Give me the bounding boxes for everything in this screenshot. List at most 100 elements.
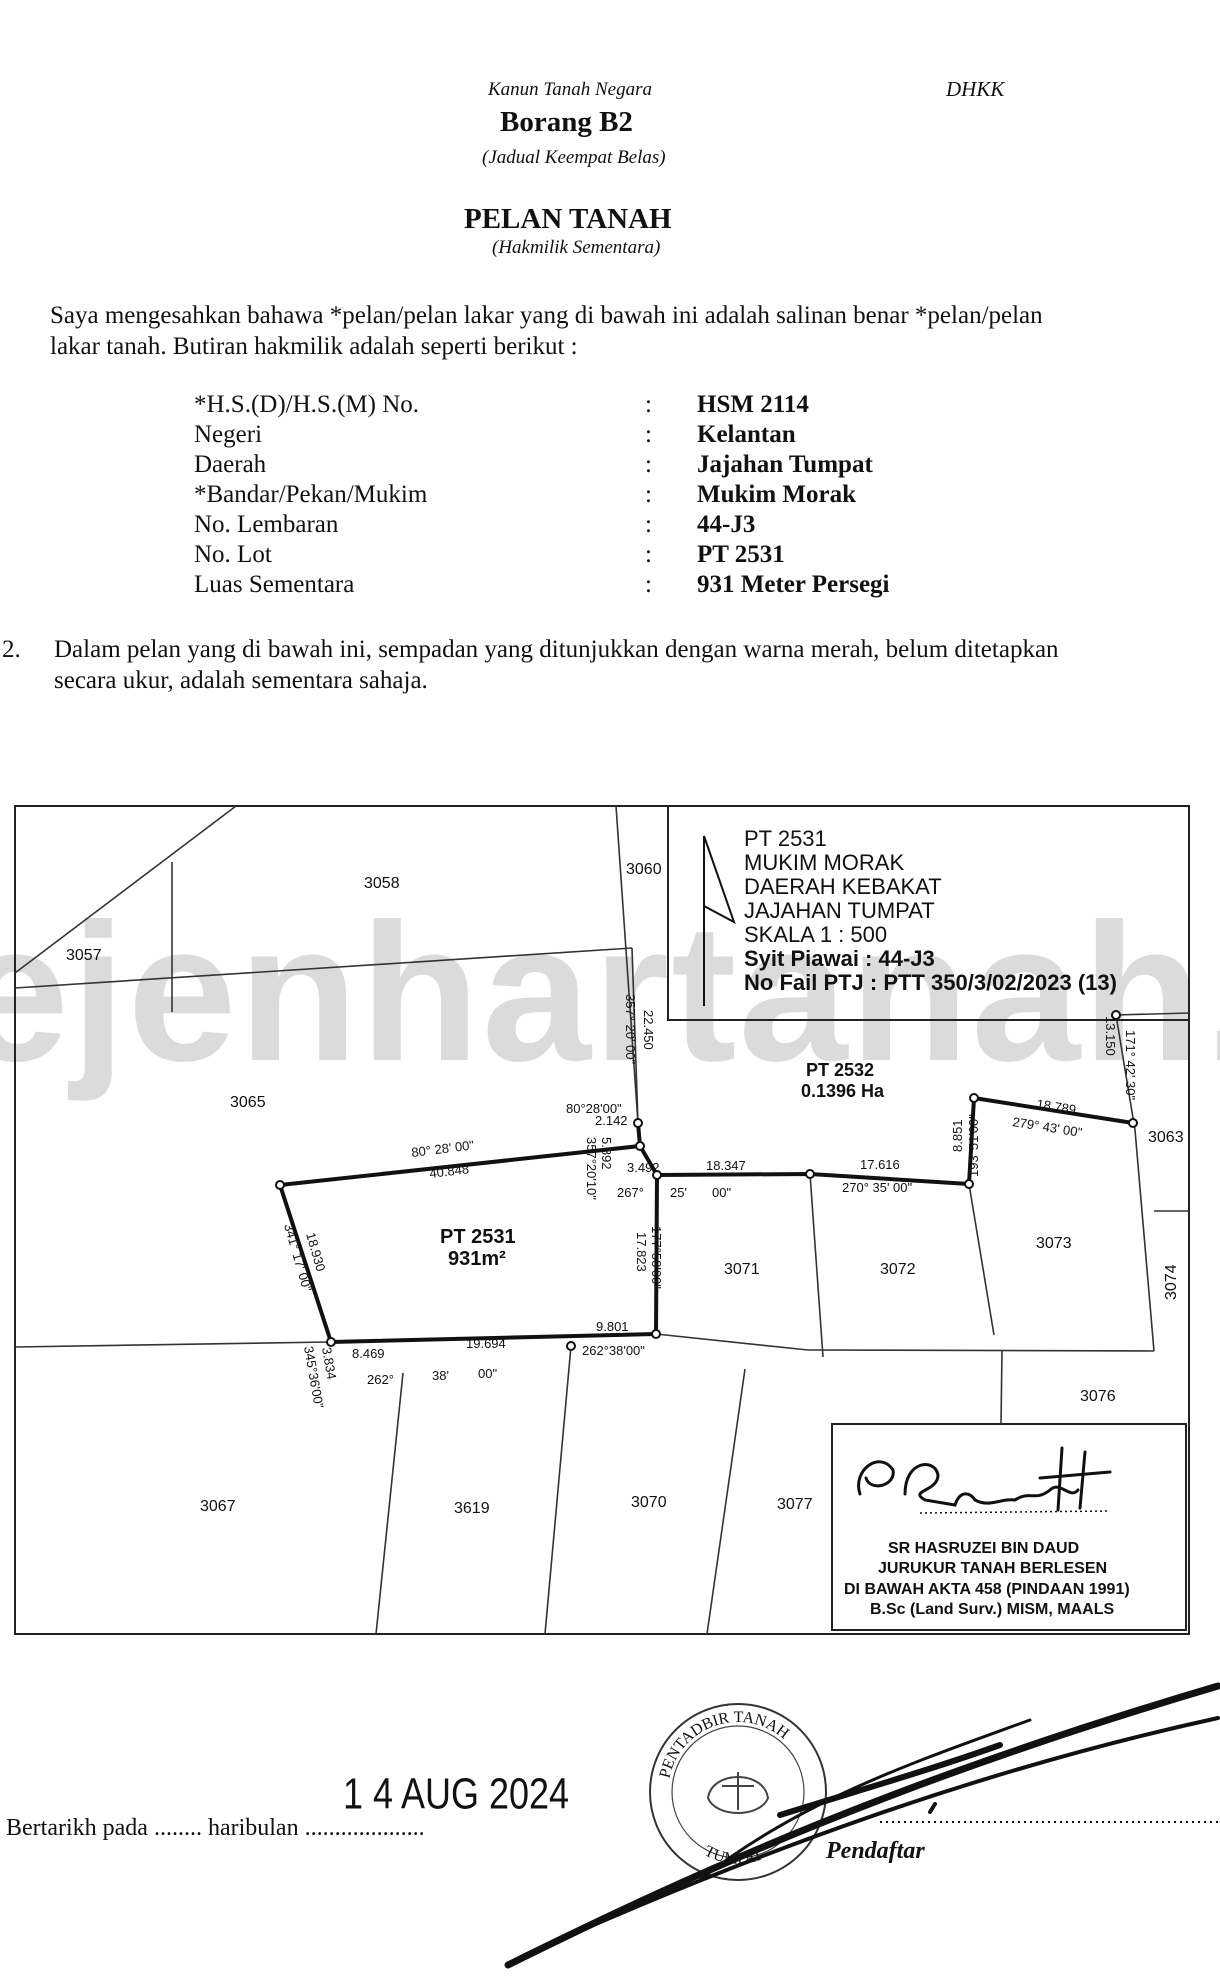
detail-label: Daerah [194,451,267,478]
detail-label: *Bandar/Pekan/Mukim [194,481,428,508]
plan-info-text: PT 2531 MUKIM MORAK DAERAH KEBAKAT JAJAH… [744,826,1117,995]
dim-label: 9.801 [596,1319,629,1334]
dim-label: 8.469 [352,1346,385,1361]
dim-label: 5.892 [599,1137,614,1170]
dim-label: 38' [432,1368,449,1383]
dim-label: 267° [617,1185,644,1200]
dim-label: 279° 43' 00" [1012,1114,1084,1140]
detail-colon: : [645,511,652,538]
info-sheet: Syit Piawai : 44-J3 [744,946,935,971]
info-lot: PT 2531 [744,826,827,851]
seal-top-text: PENTADBIR TANAH [656,1709,792,1780]
detail-colon: : [645,571,652,598]
dim-label: 3.492 [627,1160,660,1175]
adjoining-lot-lines [14,805,1190,1635]
surveyor-qualifications: B.Sc (Land Surv.) MISM, MAALS [870,1601,1114,1618]
detail-row: Luas Sementara : 931 Meter Persegi [194,571,914,601]
lot-label: 3077 [777,1496,813,1513]
detail-colon: : [645,451,652,478]
dim-label: 3.834 [319,1346,339,1381]
pt2532-name: PT 2532 [806,1060,874,1080]
detail-row: *Bandar/Pekan/Mukim : Mukim Morak [194,481,914,511]
pt2531-name: PT 2531 [440,1226,516,1248]
lot-label: 3058 [364,875,400,892]
dim-label: 80°28'00" [566,1101,622,1116]
dim-label: 193°51'00" [966,1114,981,1177]
surveyor-text: SR HASRUZEI BIN DAUD JURUKUR TANAH BERLE… [844,1540,1130,1618]
info-mukim: MUKIM MORAK [744,850,904,875]
detail-row: Daerah : Jajahan Tumpat [194,451,914,481]
lot-label: 3619 [454,1500,490,1517]
dim-label: 18.789 [1036,1096,1078,1117]
dim-label: 00" [478,1366,497,1381]
dim-label: 25' [670,1185,687,1200]
dim-label: 00" [712,1185,731,1200]
lot-label: 3070 [631,1494,667,1511]
detail-colon: : [645,421,652,448]
detail-value: Mukim Morak [697,481,857,508]
pt2531-boundary [278,1096,1134,1344]
surveyor-name: SR HASRUZEI BIN DAUD [888,1540,1079,1557]
detail-value: 931 Meter Persegi [697,571,890,598]
note-number: 2. [2,636,21,663]
detail-label: Luas Sementara [194,571,355,598]
lot-label: 3072 [880,1261,916,1278]
lot-label: 3057 [66,947,102,964]
detail-value: Jajahan Tumpat [697,451,873,478]
detail-value: HSM 2114 [697,391,809,418]
dim-label: 171° 42' 30" [1123,1030,1138,1101]
pt-labels: PT 2532 0.1396 Ha PT 2531 931m² [440,1060,885,1270]
corner-markers [275,1010,1138,1351]
signature-box-border [831,1423,1187,1631]
detail-value: PT 2531 [697,541,785,568]
pt2531-area: 931m² [448,1248,506,1270]
dated-label: Bertarikh pada ........ haribulan ......… [6,1815,425,1841]
detail-label: Negeri [194,421,263,448]
registrar-signature [504,1682,1220,1969]
detail-label: No. Lot [194,541,272,568]
plan-frame [14,805,1190,1635]
dim-label: 17.616 [860,1157,900,1172]
lot-label: 3063 [1148,1129,1184,1146]
act-title: Kanun Tanah Negara [488,79,652,100]
detail-label: No. Lembaran [194,511,339,538]
dim-label: 8.851 [950,1119,965,1152]
dim-label: 177°58'00" [649,1226,664,1289]
detail-value: 44-J3 [697,511,756,538]
form-schedule: (Jadual Keempat Belas) [482,147,666,168]
dimension-labels: 22.450 357° 20' 00" 80°28'00" 2.142 80° … [281,994,1138,1410]
dim-label: 262° [367,1372,394,1387]
lot-label: 3060 [626,861,662,878]
watermark: ejenhartanah. [0,883,1220,1102]
dim-label: 357°20'10" [584,1137,599,1200]
dim-label: 270° 35' 00" [842,1180,913,1195]
info-jajahan: JAJAHAN TUMPAT [744,898,935,923]
form-name: Borang B2 [500,106,633,138]
surveyor-signature [857,1446,1112,1514]
info-box-border [667,806,1189,1021]
dim-label: 17.823 [634,1232,649,1272]
dim-label: 13.150 [1103,1016,1118,1056]
info-scale: SKALA 1 : 500 [744,922,887,947]
surveyor-title: JURUKUR TANAH BERLESEN [878,1560,1107,1577]
dim-label: 2.142 [595,1113,628,1128]
form-code: DHKK [946,77,1005,101]
dim-label: 262°38'00" [582,1343,645,1358]
registrar-label: Pendaftar [825,1838,925,1864]
lot-label: 3073 [1036,1235,1072,1252]
dim-label: 80° 28' 00" [411,1137,476,1160]
detail-colon: : [645,391,652,418]
detail-value: Kelantan [697,421,796,448]
lot-numbers: 3058 3060 3057 3065 3063 3073 3074 3071 … [66,861,1184,1517]
page-title: PELAN TANAH [464,203,672,235]
dim-label: 19.694 [466,1336,506,1351]
date-stamp: 1 4 AUG 2024 [343,1770,569,1818]
detail-row: Negeri : Kelantan [194,421,914,451]
lot-label: 3074 [1163,1264,1180,1300]
dim-label: 357° 20' 00" [623,994,638,1065]
detail-colon: : [645,481,652,508]
page-subtitle: (Hakmilik Sementara) [492,237,661,258]
lot-label: 3067 [200,1498,236,1515]
lot-label: 3076 [1080,1388,1116,1405]
